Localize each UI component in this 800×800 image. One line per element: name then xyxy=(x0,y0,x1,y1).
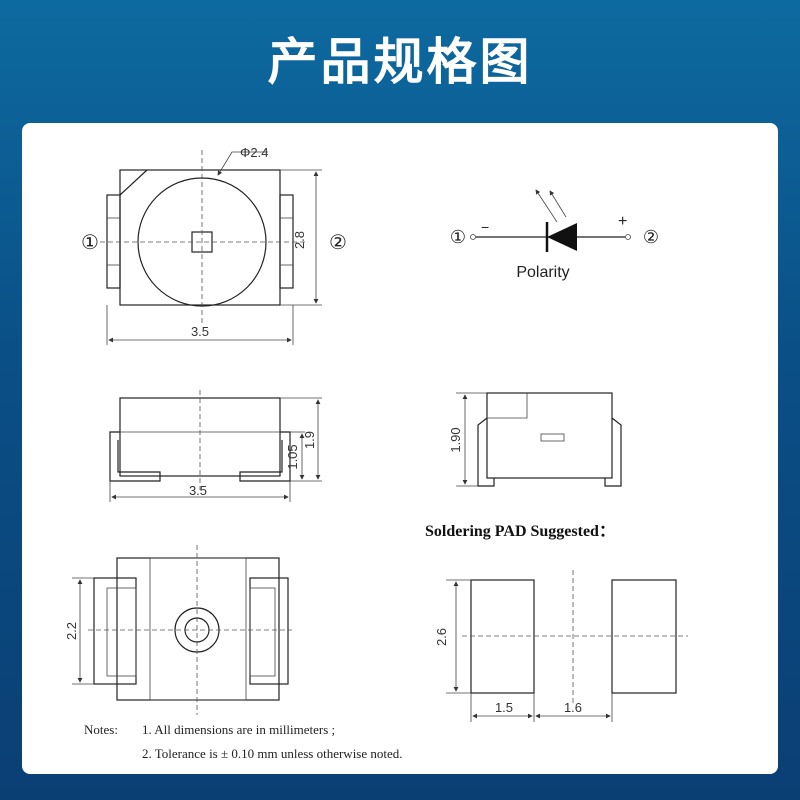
pad-gap-label: 1.6 xyxy=(564,700,582,715)
end-view-height-label: 1.90 xyxy=(448,427,463,452)
page-title: 产品规格图 xyxy=(267,33,533,91)
side-view-height-label: 1.9 xyxy=(302,431,317,449)
top-view-left-lead xyxy=(106,194,121,289)
emission-arrow-icon xyxy=(549,190,567,218)
polarity-plus-sign: + xyxy=(618,213,627,230)
polarity-pin1-label: ① xyxy=(450,227,466,247)
notes-heading: Notes: xyxy=(84,722,118,737)
end-view-left-lead xyxy=(477,417,495,487)
polarity-terminal-left xyxy=(470,234,476,240)
polarity-terminal-right xyxy=(625,234,631,240)
bottom-view: 2.2 xyxy=(64,545,292,715)
top-view-pin1-label: ① xyxy=(81,232,99,254)
end-view-body xyxy=(486,392,613,479)
polarity-label: Polarity xyxy=(516,264,569,281)
end-view-notch xyxy=(540,433,565,442)
top-view-diameter-label: Φ2.4 xyxy=(240,145,268,160)
pad-section-title: Soldering PAD Suggested： xyxy=(425,523,615,540)
top-view-corner-chamfer xyxy=(119,169,148,196)
pad-layout: 2.6 1.5 1.6 xyxy=(434,570,688,722)
polarity-minus-sign: − xyxy=(481,219,489,235)
pad-width-label: 1.5 xyxy=(495,700,513,715)
top-view: Φ2.4 2.8 3.5 ① ② xyxy=(81,145,347,345)
pad-right xyxy=(611,579,677,694)
top-view-width-label: 3.5 xyxy=(191,324,209,339)
bottom-view-body xyxy=(116,557,280,701)
notes-line-1: 1. All dimensions are in millimeters ; xyxy=(142,722,336,737)
drawing-panel xyxy=(22,123,778,774)
diode-triangle-icon xyxy=(547,223,577,251)
side-view: 3.5 1.9 1.05 xyxy=(109,390,322,502)
end-view: 1.90 xyxy=(448,392,622,487)
top-view-body xyxy=(119,169,281,306)
pad-left xyxy=(470,579,535,694)
side-view-right-lead xyxy=(239,431,291,482)
end-view-right-lead xyxy=(604,417,622,487)
top-view-pin2-label: ② xyxy=(329,232,347,254)
bottom-view-right-pad xyxy=(249,577,289,685)
notes-line-2: 2. Tolerance is ± 0.10 mm unless otherwi… xyxy=(142,746,403,761)
pad-height-label: 2.6 xyxy=(434,628,449,646)
bottom-view-left-pad xyxy=(93,577,137,685)
emission-arrow-icon xyxy=(535,189,558,223)
side-view-lead-height-label: 1.05 xyxy=(285,444,300,469)
top-view-right-lead xyxy=(279,194,294,289)
bottom-view-height-label: 2.2 xyxy=(64,622,79,640)
polarity-symbol: ① − + ② Polarity xyxy=(450,189,659,281)
top-view-height-label: 2.8 xyxy=(292,231,307,249)
side-view-left-lead xyxy=(109,431,161,482)
polarity-pin2-label: ② xyxy=(643,227,659,247)
side-view-width-label: 3.5 xyxy=(189,483,207,498)
